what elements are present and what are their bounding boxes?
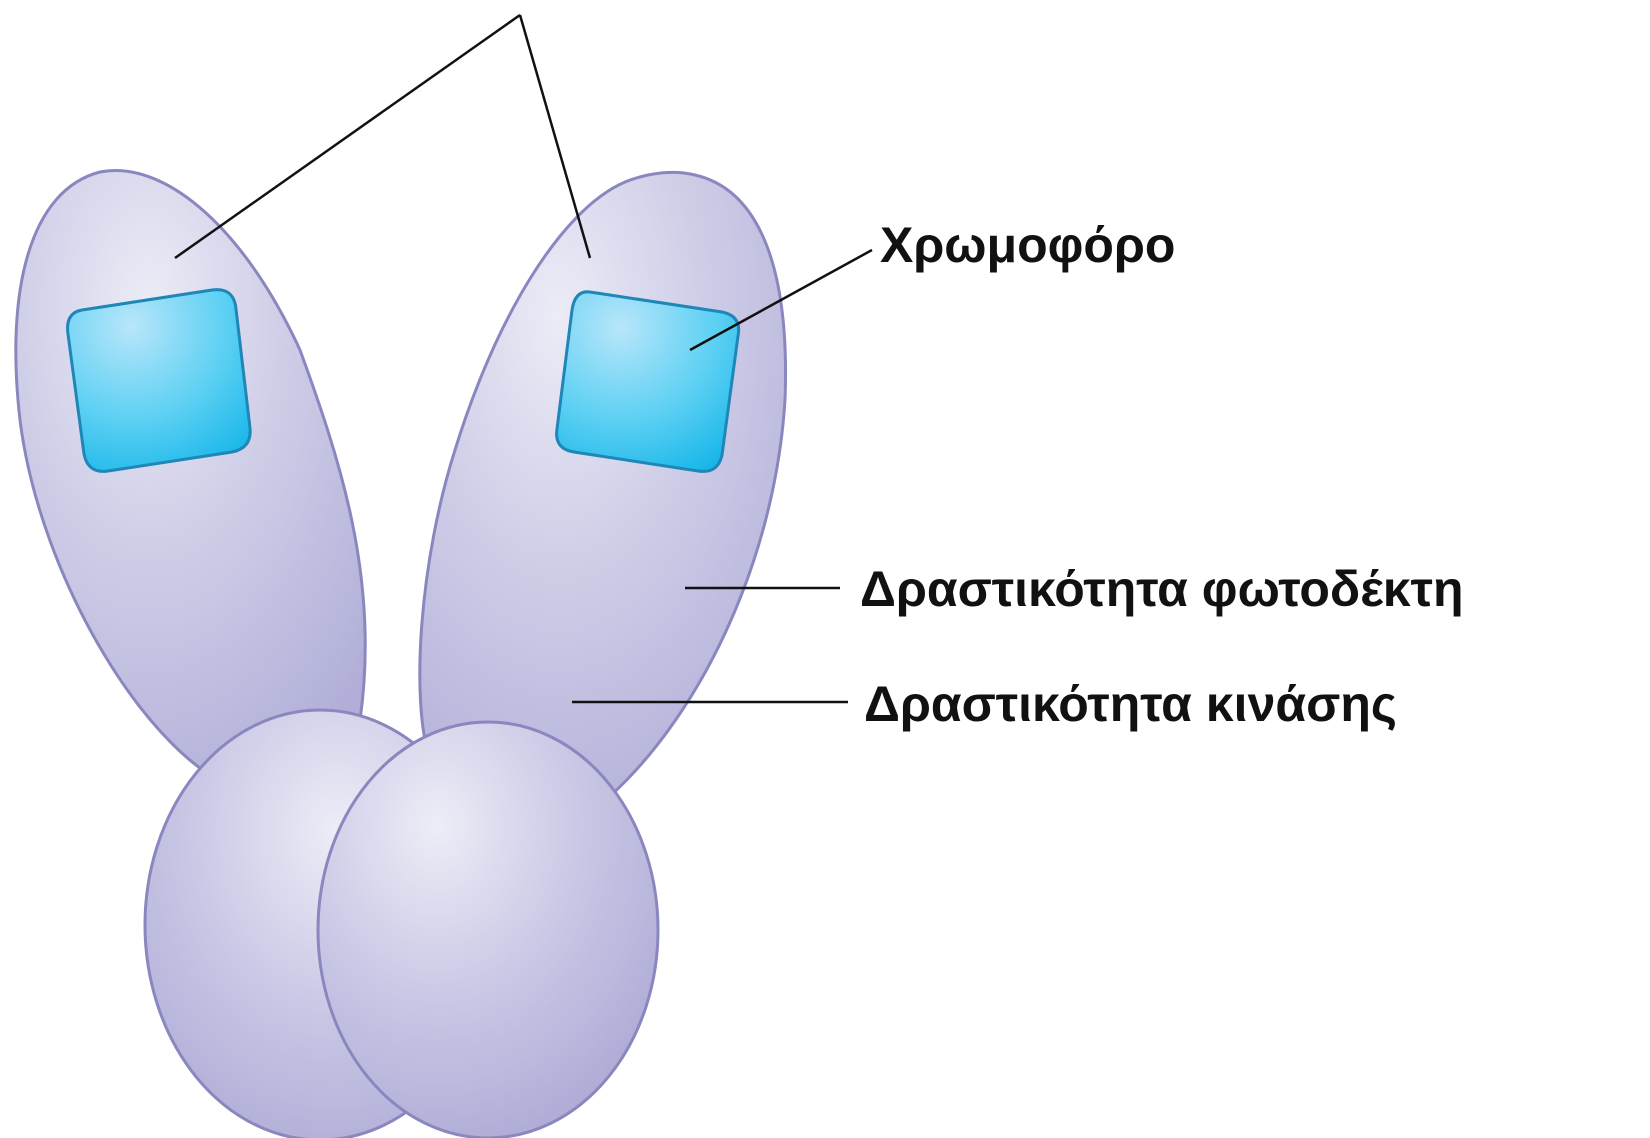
photoreceptor-activity-label: Δραστικότητα φωτοδέκτη xyxy=(860,561,1464,617)
right-chromophore xyxy=(557,292,739,472)
left-chromophore xyxy=(68,290,251,472)
leader-line-right-domain xyxy=(520,15,590,258)
right-kinase-domain xyxy=(318,722,658,1138)
kinase-activity-label: Δραστικότητα κινάσης xyxy=(864,676,1397,732)
left-photoreceptor-domain xyxy=(16,170,366,792)
chromophore-label: Χρωμοφόρο xyxy=(880,217,1175,273)
leader-line-left-domain xyxy=(175,15,520,258)
